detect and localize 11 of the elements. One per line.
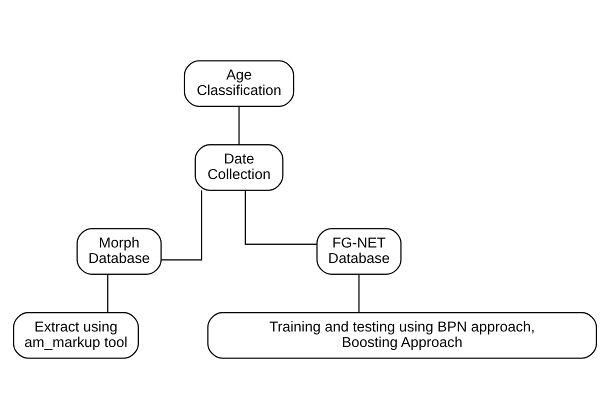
connector bbox=[107, 274, 108, 313]
connector bbox=[358, 274, 360, 313]
node-box: Date Collection bbox=[194, 144, 284, 191]
connector bbox=[244, 190, 317, 245]
connector bbox=[238, 106, 240, 145]
node-box: Age Classification bbox=[184, 60, 294, 107]
node-box: Extract using am_markup tool bbox=[13, 312, 139, 359]
connector bbox=[161, 190, 202, 260]
node-box: Morph Database bbox=[76, 228, 162, 275]
node-box: Training and testing using BPN approach, Boosting Approach bbox=[207, 312, 597, 359]
node-box: FG-NET Database bbox=[316, 228, 402, 275]
